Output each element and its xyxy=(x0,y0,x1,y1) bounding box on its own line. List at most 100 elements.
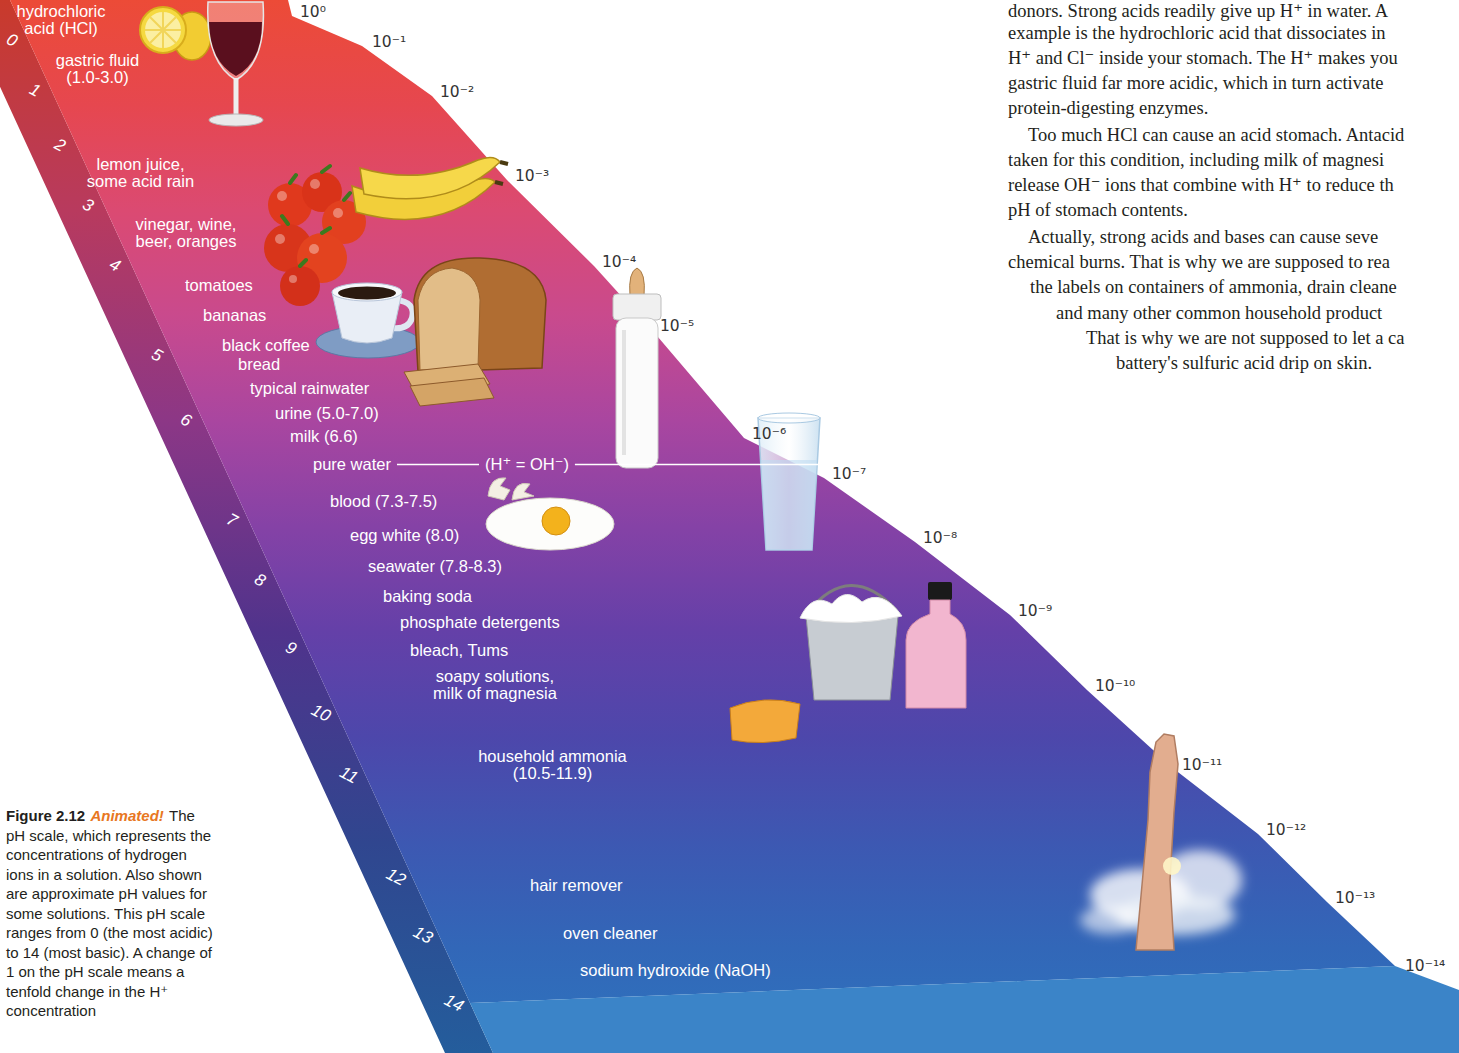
equality-line xyxy=(575,464,826,466)
baby-bottle-part xyxy=(613,294,661,320)
equality-line xyxy=(397,464,479,466)
wine-glass xyxy=(208,2,264,126)
coffee-cup xyxy=(316,283,420,358)
egg-illustration-part xyxy=(488,478,510,500)
body-text-line: release OH⁻ ions that combine with H⁺ to… xyxy=(1008,174,1394,196)
concentration-label: 10⁻¹³ xyxy=(1335,890,1375,907)
tomato-illustration-part xyxy=(280,266,320,306)
body-text-line: That is why we are not supposed to let a… xyxy=(1086,327,1405,349)
substance-label: typical rainwater xyxy=(250,380,369,397)
wine-glass-part xyxy=(234,78,239,118)
substance-label: seawater (7.8-8.3) xyxy=(368,558,502,575)
body-text-line: donors. Strong acids readily give up H⁺ … xyxy=(1008,0,1388,22)
substance-label: hydrochloric acid (HCl) xyxy=(5,3,117,37)
body-text-line: Too much HCl can cause an acid stomach. … xyxy=(1028,124,1404,146)
wine-glass-part xyxy=(209,114,263,126)
bread-illustration-part xyxy=(410,378,494,406)
wine-glass-part xyxy=(208,2,264,80)
tomato-illustration-part xyxy=(275,179,343,283)
equality-label: (H⁺ = OH⁻) xyxy=(485,456,569,473)
bucket-illustration-part xyxy=(806,616,898,700)
body-text-line: H⁺ and Cl⁻ inside your stomach. The H⁺ m… xyxy=(1008,47,1398,69)
baby-bottle-part xyxy=(622,330,626,455)
substance-label: black coffee xyxy=(222,337,310,354)
substance-label: sodium hydroxide (NaOH) xyxy=(580,962,771,979)
substance-label: bleach, Tums xyxy=(410,642,508,659)
caption-text: The pH scale, which represents the conce… xyxy=(6,807,213,1019)
sponge-illustration-part xyxy=(730,700,800,743)
concentration-label: 10⁻⁸ xyxy=(923,530,957,547)
water-glass-part xyxy=(758,413,820,423)
banana-illustration-part xyxy=(495,162,508,184)
body-text-line: chemical burns. That is why we are suppo… xyxy=(1008,251,1390,273)
body-text-line: gastric fluid far more acidic, which in … xyxy=(1008,72,1384,94)
caption-block: Figure 2.12 Animated!The pH scale, which … xyxy=(6,806,216,1021)
scale-slab-part xyxy=(0,0,1395,1003)
substance-label: urine (5.0-7.0) xyxy=(275,405,379,422)
substance-label: egg white (8.0) xyxy=(350,527,459,544)
bucket-illustration xyxy=(800,585,902,700)
concentration-label: 10⁻⁴ xyxy=(602,254,636,271)
substance-label: blood (7.3-7.5) xyxy=(330,493,437,510)
leg-illustration-part xyxy=(1163,857,1181,875)
tomato-illustration-part xyxy=(282,166,350,266)
substance-label: bananas xyxy=(203,307,266,324)
body-text-line: Actually, strong acids and bases can cau… xyxy=(1028,226,1378,248)
bleach-bottle-part xyxy=(906,600,966,708)
banana-illustration xyxy=(352,157,508,219)
concentration-label: 10⁰ xyxy=(300,4,326,21)
concentration-label: 10⁻¹⁴ xyxy=(1405,958,1445,975)
scale-slab-part xyxy=(470,966,1459,1053)
body-text-line: and many other common household product xyxy=(1056,302,1382,324)
egg-illustration-part xyxy=(542,507,570,535)
substance-label: phosphate detergents xyxy=(400,614,560,631)
bucket-illustration-part xyxy=(800,594,902,622)
substance-label: gastric fluid (1.0-3.0) xyxy=(50,52,145,86)
body-text-line: pH of stomach contents. xyxy=(1008,199,1188,221)
substance-label: pure water xyxy=(313,456,391,473)
substance-label: milk (6.6) xyxy=(290,428,358,445)
substance-label: lemon juice, some acid rain xyxy=(78,156,203,190)
substance-label: hair remover xyxy=(530,877,623,894)
substance-label: tomatoes xyxy=(185,277,253,294)
wine-glass-part xyxy=(209,22,262,76)
bread-illustration-part xyxy=(414,258,546,372)
concentration-label: 10⁻³ xyxy=(515,168,549,185)
concentration-label: 10⁻¹ xyxy=(372,34,406,51)
bread-illustration xyxy=(404,258,546,406)
figure-number: Figure 2.12 xyxy=(6,807,85,824)
egg-illustration-part xyxy=(486,498,614,550)
sponge-illustration xyxy=(730,700,800,743)
water-glass-part xyxy=(761,460,817,550)
substance-label: bread xyxy=(238,356,280,373)
concentration-label: 10⁻¹² xyxy=(1266,822,1306,839)
bleach-bottle-part xyxy=(928,582,952,600)
concentration-label: 10⁻⁷ xyxy=(832,466,866,483)
equality-line xyxy=(397,464,826,465)
animated-tag: Animated! xyxy=(90,807,163,824)
egg-illustration-part xyxy=(512,483,534,500)
concentration-label: 10⁻² xyxy=(440,84,474,101)
substance-label: vinegar, wine, beer, oranges xyxy=(125,216,247,250)
concentration-label: 10⁻¹¹ xyxy=(1182,757,1222,774)
lemon-illustration-part xyxy=(145,12,181,48)
body-text-line: taken for this condition, including milk… xyxy=(1008,149,1384,171)
lemon-illustration-part xyxy=(140,7,186,53)
baby-bottle-part xyxy=(616,318,658,468)
concentration-label: 10⁻⁶ xyxy=(752,426,786,443)
concentration-label: 10⁻⁹ xyxy=(1018,603,1052,620)
body-text-line: protein-digesting enzymes. xyxy=(1008,97,1208,119)
banana-illustration-part xyxy=(360,157,500,198)
concentration-label: 10⁻¹⁰ xyxy=(1095,678,1135,695)
coffee-cup-part xyxy=(338,287,396,300)
substance-label: household ammonia (10.5-11.9) xyxy=(470,748,635,782)
coffee-cup-part xyxy=(332,283,402,301)
lemon-illustration-part xyxy=(145,12,181,48)
substance-label: oven cleaner xyxy=(563,925,657,942)
baby-bottle xyxy=(613,268,661,468)
egg-illustration xyxy=(486,478,614,550)
bleach-bottle xyxy=(906,582,966,708)
leg-illustration-part xyxy=(1136,734,1178,950)
smoke-cloud-part xyxy=(1080,906,1140,934)
